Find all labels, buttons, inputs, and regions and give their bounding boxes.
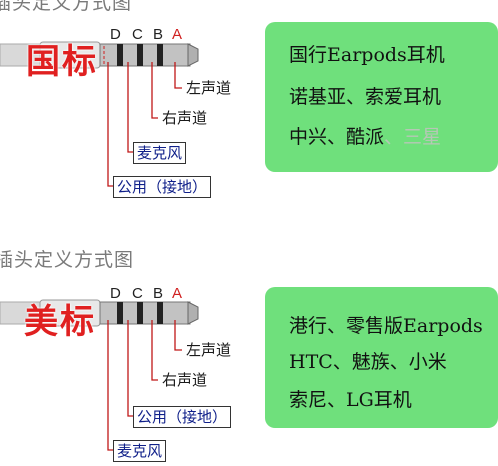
top-device-card: 国行Earpods耳机 诺基亚、索爱耳机 中兴、酷派、三星 <box>265 22 498 172</box>
top-leader-lines <box>107 62 182 187</box>
top-card-line-3-muted: 、三星 <box>384 126 442 148</box>
bottom-pin-c: C <box>132 285 143 302</box>
top-callout-microphone: 麦克风 <box>133 142 187 164</box>
bottom-callout-right-channel: 右声道 <box>162 371 208 389</box>
top-pin-d: D <box>110 26 121 43</box>
bottom-standard-label: 美标 <box>24 302 96 342</box>
bottom-callout-ground: 公用（接地） <box>133 406 232 428</box>
top-callout-ground: 公用（接地） <box>113 176 212 198</box>
bottom-card-line-2: HTC、魅族、小米 <box>289 351 447 373</box>
bottom-title: 插头定义方式图 <box>0 249 135 271</box>
top-standard-label: 国标 <box>26 42 98 82</box>
top-card-line-1: 国行Earpods耳机 <box>289 44 445 66</box>
top-callout-right-channel: 右声道 <box>162 109 208 127</box>
bottom-leader-lines <box>107 320 182 451</box>
bottom-card-line-3: 索尼、LG耳机 <box>289 389 412 411</box>
top-card-line-3-text: 中兴、酷派 <box>289 126 385 148</box>
top-pin-b: B <box>153 26 164 43</box>
bottom-pin-d: D <box>110 285 121 302</box>
bottom-card-line-1: 港行、零售版Earpods <box>289 315 483 337</box>
top-callout-left-channel: 左声道 <box>186 79 232 97</box>
bottom-callout-microphone: 麦克风 <box>113 440 167 462</box>
bottom-callout-left-channel: 左声道 <box>186 341 232 359</box>
bottom-pin-b: B <box>153 285 164 302</box>
top-card-line-2: 诺基亚、索爱耳机 <box>289 86 442 108</box>
bottom-pin-a: A <box>172 285 183 302</box>
top-pin-c: C <box>132 26 143 43</box>
top-plug <box>0 41 199 69</box>
bottom-plug <box>0 299 199 327</box>
top-pin-a: A <box>172 26 183 43</box>
top-title-fragment: 插头定义方式图 <box>0 0 133 14</box>
top-card-line-3: 中兴、酷派、三星 <box>289 122 441 149</box>
bottom-device-card: 港行、零售版Earpods HTC、魅族、小米 索尼、LG耳机 <box>265 287 498 428</box>
